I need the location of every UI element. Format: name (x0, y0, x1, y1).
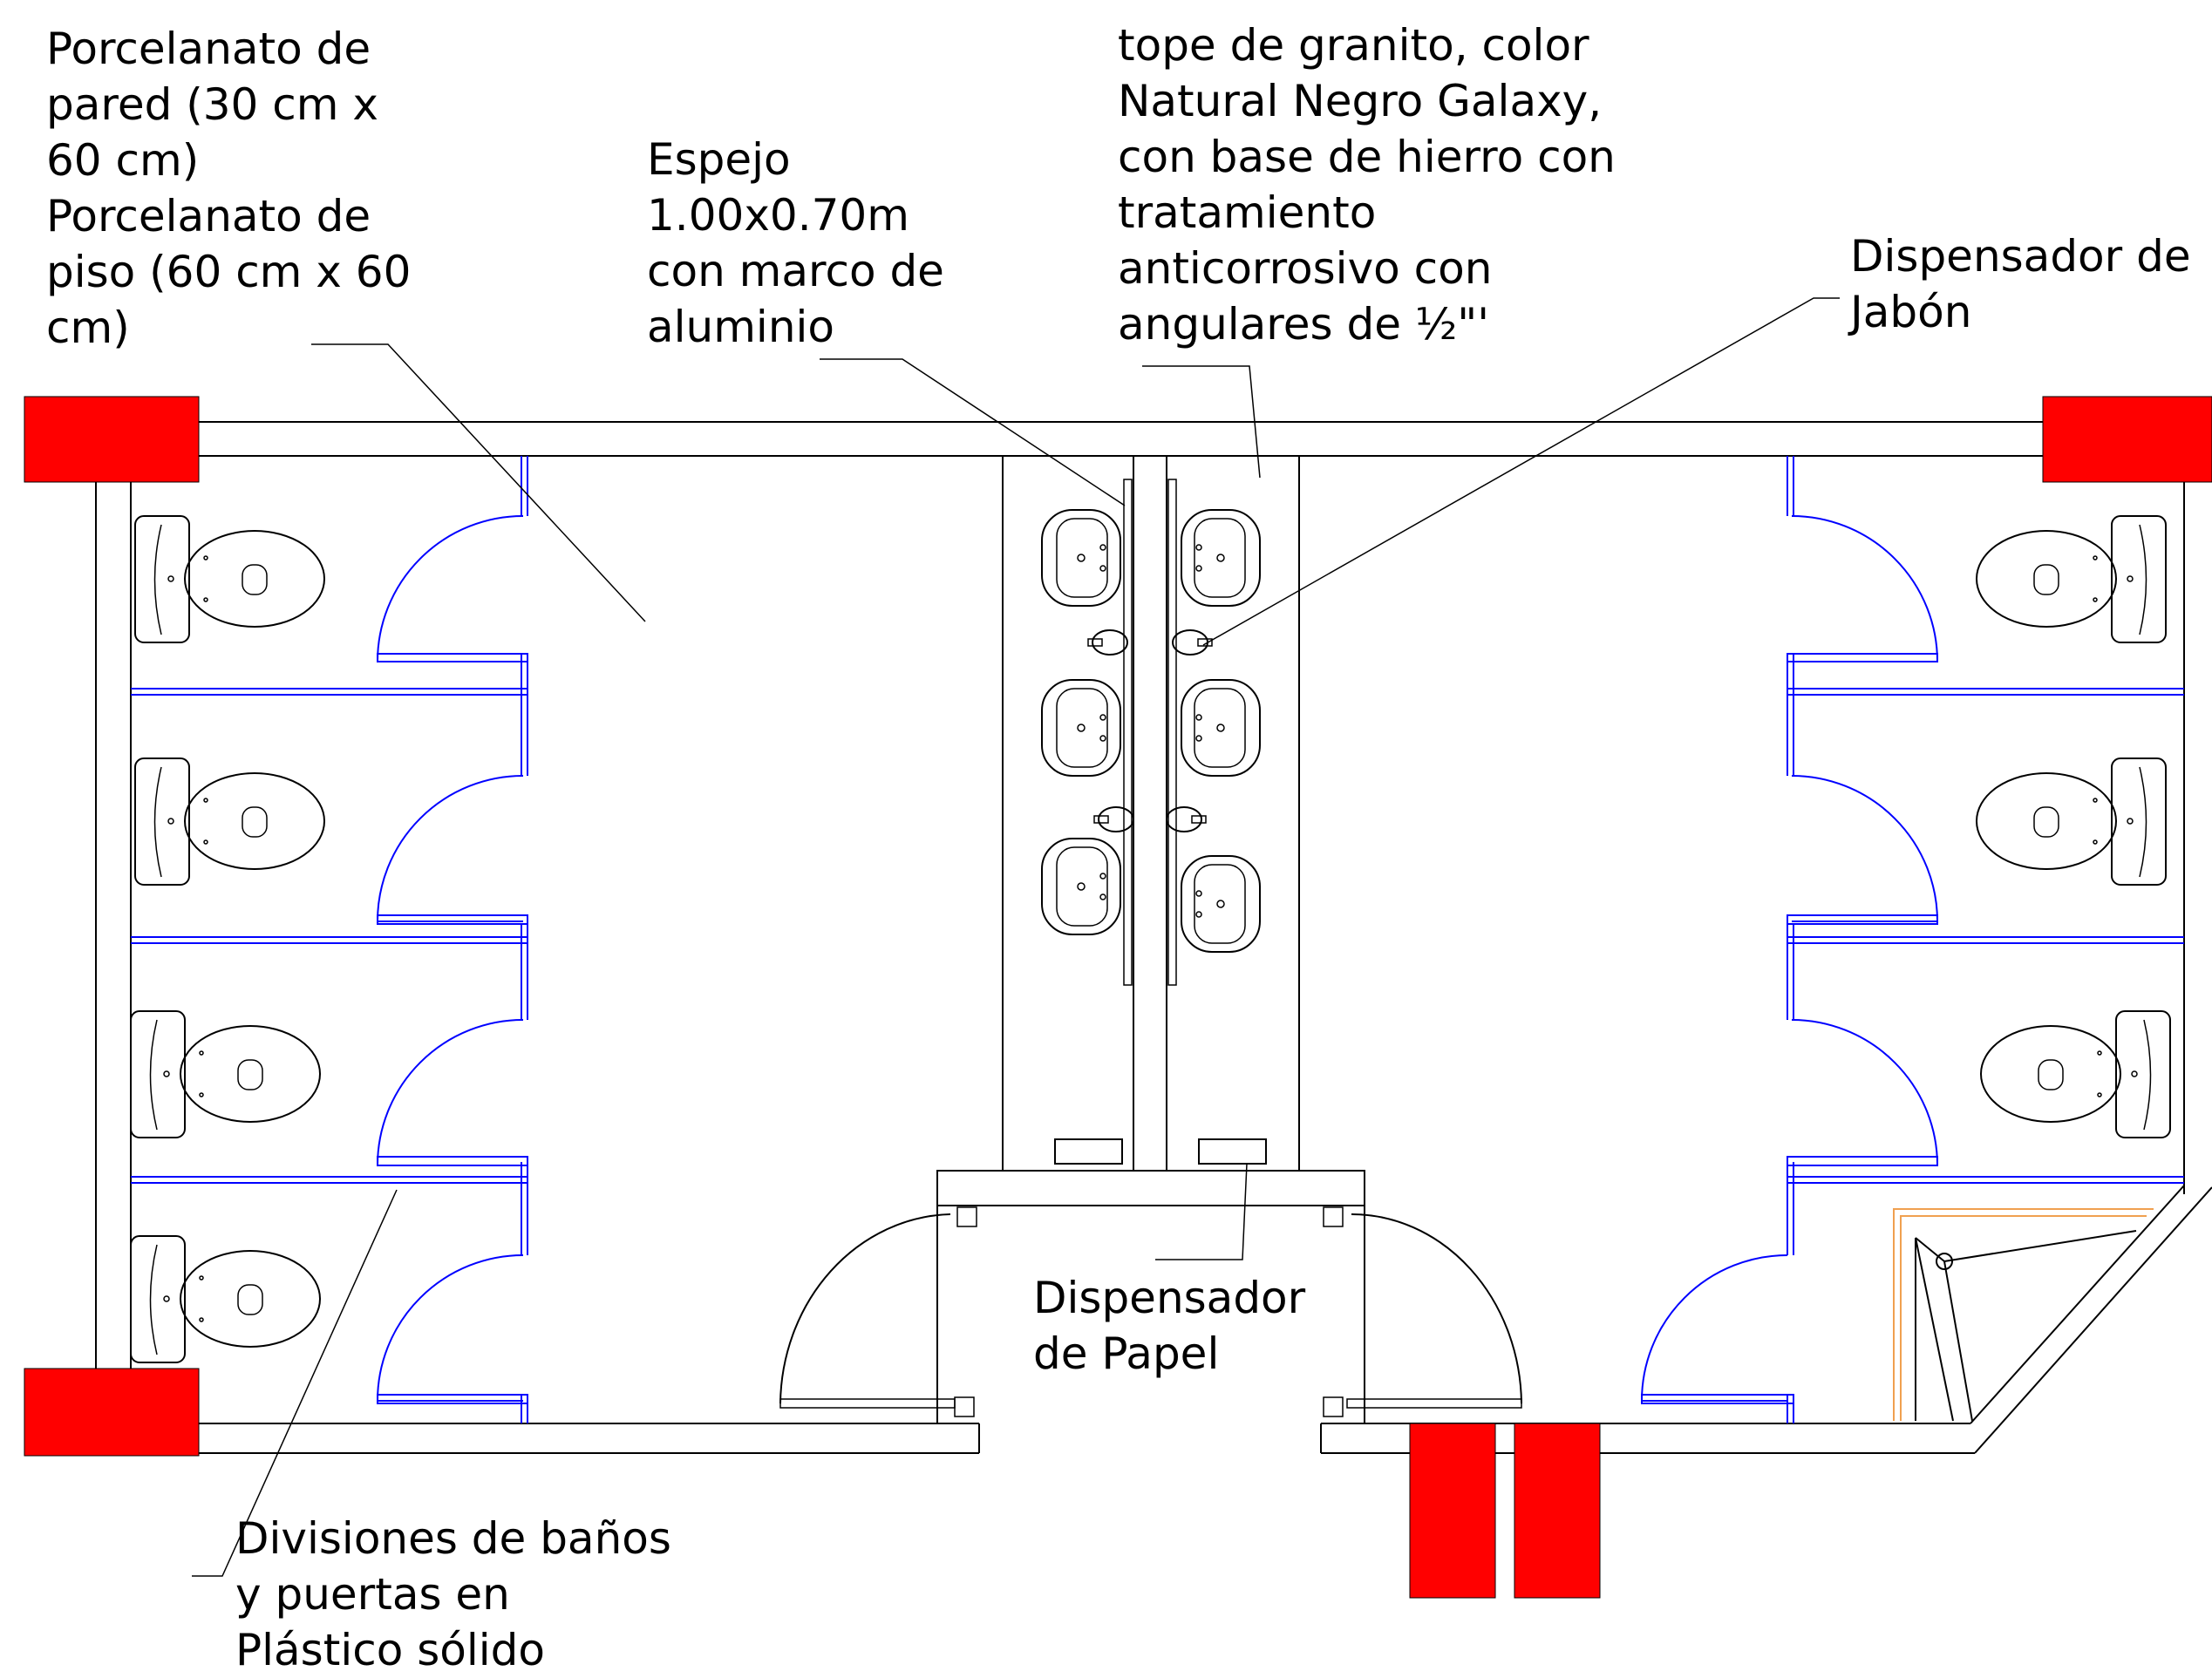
espejo-label: Espejo 1.00x0.70m con marco de aluminio (647, 134, 944, 352)
accessible-handrail (1893, 1208, 2154, 1422)
right-toilet (1976, 515, 2167, 643)
column (24, 1368, 200, 1457)
column (24, 396, 200, 483)
entrance-doors (779, 1206, 1522, 1423)
left-stall-doors (376, 515, 528, 1404)
porcelanato-label: Porcelanato de pared (30 cm x 60 cm) Por… (46, 24, 412, 353)
sink (1041, 679, 1121, 777)
dispensador-jabon-label: Dispensador de Jabón (1850, 231, 2191, 337)
sink (1181, 509, 1261, 607)
vanity-counter (936, 456, 1365, 1206)
dispensador-papel-label: Dispensador de Papel (1033, 1273, 1306, 1379)
left-stall-partitions (131, 456, 528, 1423)
right-stall-partitions (1787, 456, 2184, 1423)
sink (1181, 855, 1261, 953)
divisiones-label: Divisiones de baños y puertas en Plástic… (235, 1513, 671, 1675)
column (1514, 1423, 1601, 1599)
column (2042, 396, 2212, 483)
left-toilet (130, 1235, 321, 1363)
mirror (1123, 479, 1177, 986)
right-toilet (1976, 757, 2167, 886)
left-toilet (130, 1010, 321, 1138)
right-stall-doors (1640, 515, 1939, 1404)
leader-lines (192, 297, 1840, 1577)
sink (1181, 679, 1261, 777)
left-toilet (134, 757, 325, 886)
sink (1041, 509, 1121, 607)
sink (1041, 838, 1121, 935)
structural-columns (24, 396, 2212, 1599)
tope-granito-label: tope de granito, color Natural Negro Gal… (1118, 20, 1616, 350)
walls (95, 421, 2212, 1454)
column (1409, 1423, 1496, 1599)
right-toilet (1980, 1010, 2171, 1138)
left-toilet (134, 515, 325, 643)
